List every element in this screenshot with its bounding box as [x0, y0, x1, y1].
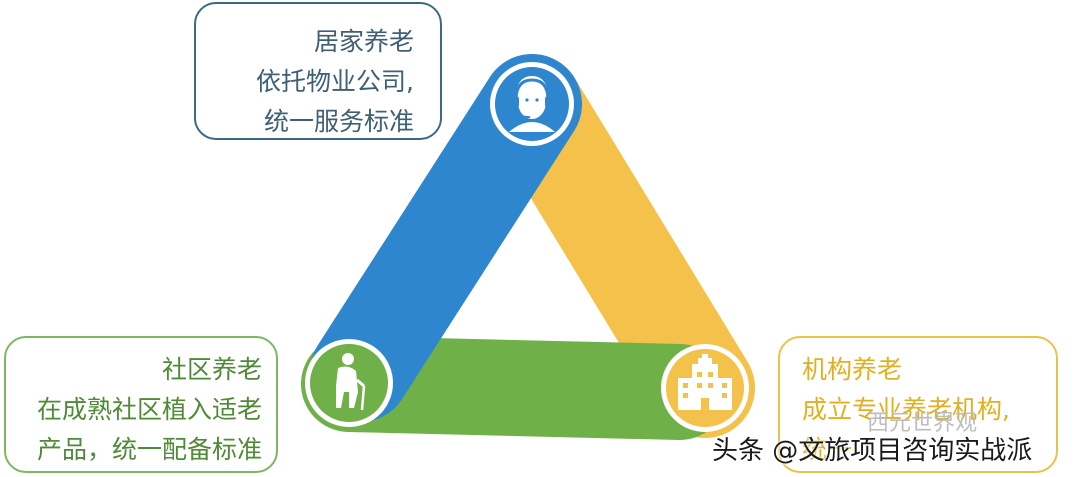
- left-node: [305, 339, 393, 427]
- customer-service-headset-icon: [509, 76, 555, 132]
- home-care-line-3: 统一服务标准: [263, 107, 414, 136]
- home-care-line-2: 依托物业公司,: [256, 67, 414, 96]
- institution-care-line-2: 成立专业养老机构,: [802, 395, 1010, 424]
- elderly-person-with-cane-icon: [336, 353, 366, 411]
- toutiao-watermark: 头条 @文旅项目咨询实战派: [712, 436, 1033, 466]
- institution-care-line-3: 统一: [802, 435, 853, 464]
- top-node: [490, 62, 574, 146]
- community-care-line-3: 产品，统一配备标准: [36, 435, 262, 464]
- home-care-title: 居家养老: [313, 27, 414, 56]
- community-care-textbox: 社区养老 在成熟社区植入适老 产品，统一配备标准: [4, 336, 278, 473]
- home-care-textbox: 居家养老 依托物业公司, 统一服务标准: [194, 2, 442, 140]
- community-care-line-2: 在成熟社区植入适老: [36, 395, 262, 424]
- blue-band: [310, 54, 582, 422]
- hospital-building-icon: [678, 354, 732, 410]
- institution-care-textbox: 机构养老 成立专业养老机构, 统一: [778, 336, 1058, 473]
- right-node: [661, 344, 749, 432]
- institution-care-title: 机构养老: [802, 355, 903, 384]
- wechat-watermark: 西元世界观: [867, 411, 978, 436]
- community-care-title: 社区养老: [161, 355, 262, 384]
